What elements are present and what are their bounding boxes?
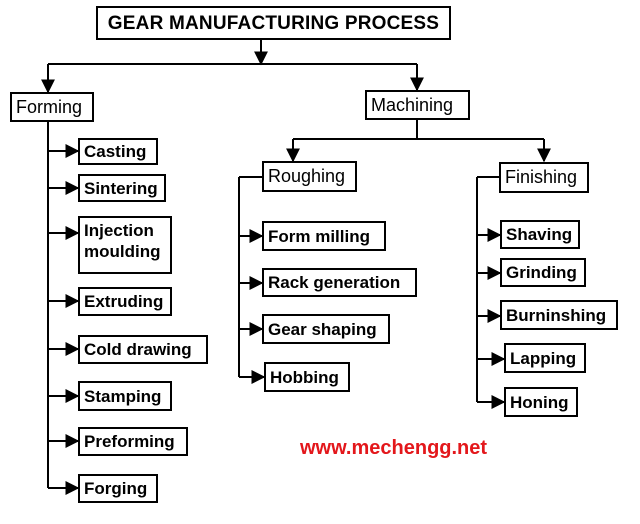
node-casting: Casting — [78, 138, 158, 165]
node-machining: Machining — [365, 90, 470, 120]
node-forming: Forming — [10, 92, 94, 122]
node-cold-drawing: Cold drawing — [78, 335, 208, 364]
node-hobbing: Hobbing — [264, 362, 350, 392]
node-grinding: Grinding — [500, 258, 586, 287]
node-sintering: Sintering — [78, 174, 166, 202]
node-stamping: Stamping — [78, 381, 172, 411]
node-burninshing: Burninshing — [500, 300, 618, 330]
node-honing: Honing — [504, 387, 578, 417]
node-extruding: Extruding — [78, 287, 172, 316]
node-roughing: Roughing — [262, 161, 357, 192]
node-gear-shaping: Gear shaping — [262, 314, 390, 344]
node-lapping: Lapping — [504, 343, 586, 373]
node-shaving: Shaving — [500, 220, 580, 249]
node-forging: Forging — [78, 474, 158, 503]
diagram-title: GEAR MANUFACTURING PROCESS — [96, 6, 451, 40]
node-preforming: Preforming — [78, 427, 188, 456]
node-injection-moulding-label: Injection moulding — [84, 221, 161, 261]
website-watermark: www.mechengg.net — [300, 437, 488, 459]
node-injection-moulding: Injection moulding — [78, 216, 172, 274]
node-form-milling: Form milling — [262, 221, 386, 251]
node-finishing: Finishing — [499, 162, 589, 193]
node-rack-generation: Rack generation — [262, 268, 417, 297]
